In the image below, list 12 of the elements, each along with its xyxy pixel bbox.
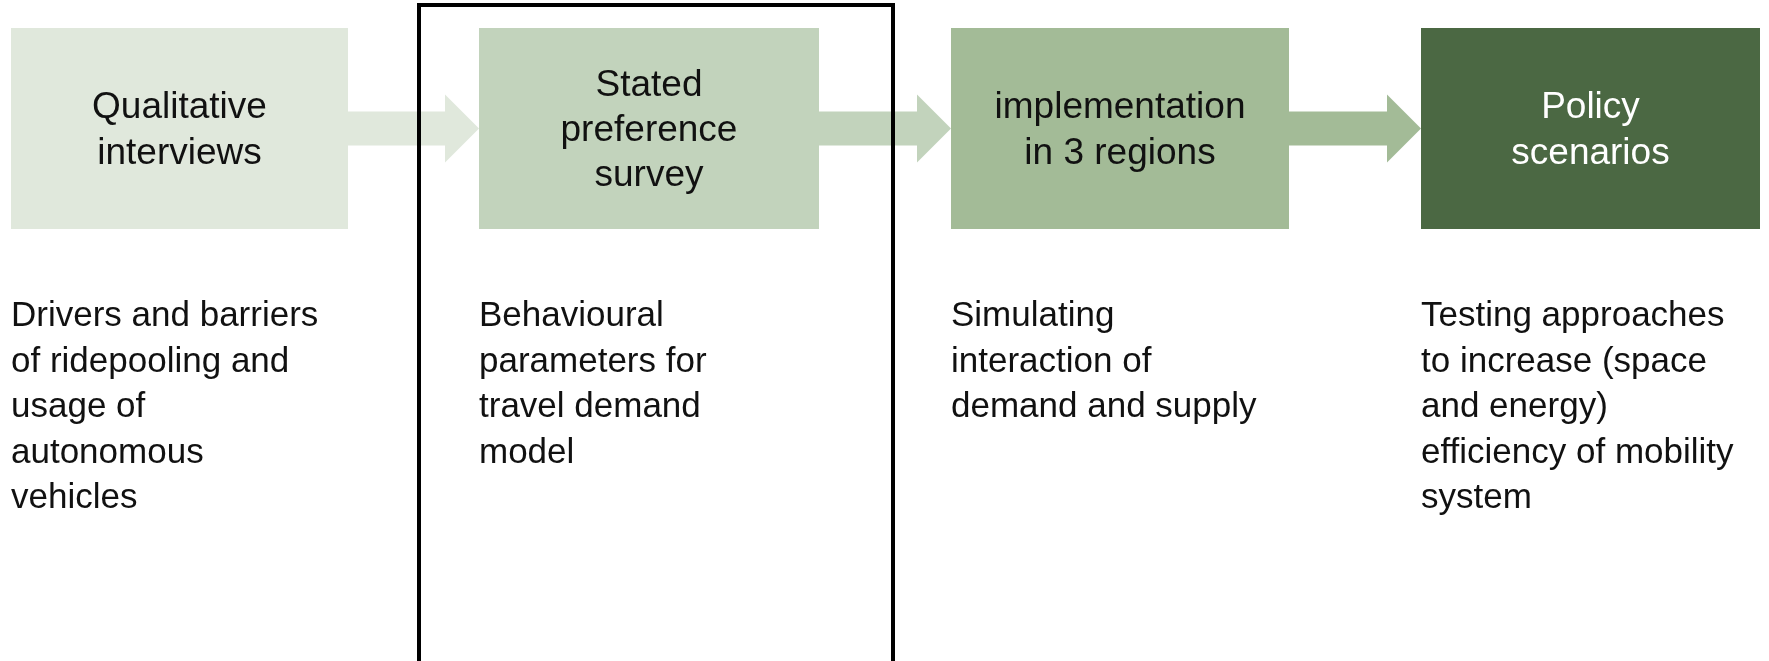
process-box: implementation in 3 regions (951, 28, 1289, 229)
block-arrow (819, 94, 951, 163)
block-arrow (1289, 94, 1421, 163)
block-arrow (348, 94, 479, 163)
description-text: Simulating interaction of demand and supply (951, 293, 1258, 426)
process-box: Stated preference survey (479, 28, 819, 229)
highlight-frame (417, 3, 895, 661)
process-box: Qualitative interviews (11, 28, 348, 229)
process-box: Policy scenarios (1421, 28, 1760, 229)
description-text: Drivers and barriers of ridepooling and usage of autonomous vehicles (11, 293, 320, 517)
description-text: Behavioural parameters for travel demand model (479, 293, 708, 472)
description-text: Testing approaches to increase (space and energy) efficiency of mobility system (1421, 293, 1735, 517)
